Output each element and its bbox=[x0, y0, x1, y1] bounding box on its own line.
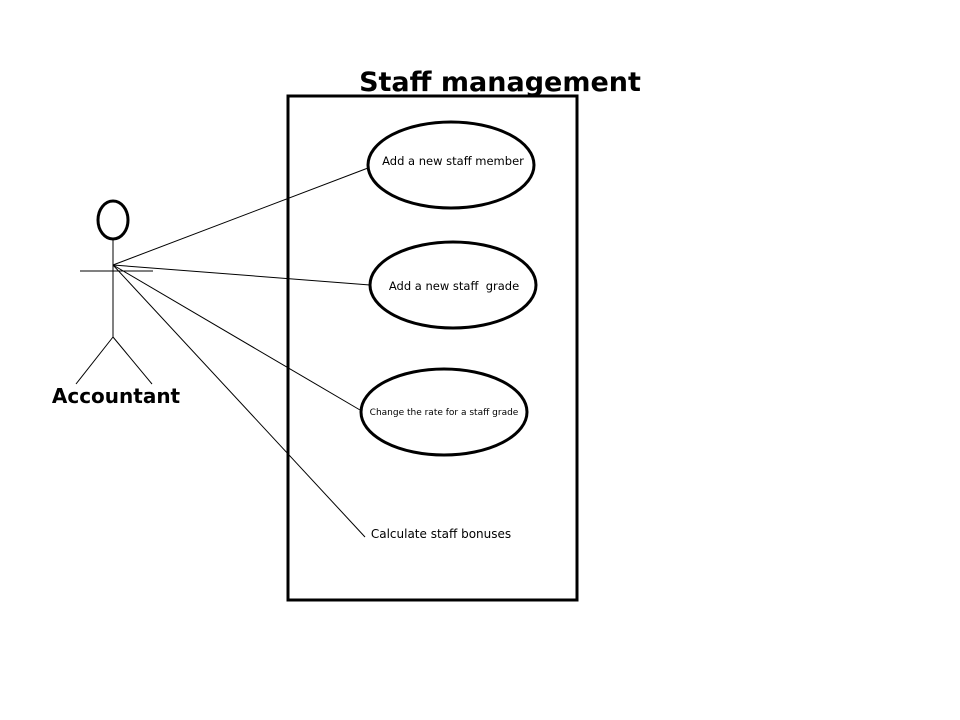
use-case-1: Add a new staff member bbox=[366, 120, 536, 210]
actor-label: Accountant bbox=[52, 384, 181, 408]
use-case-3: Change the rate for a staff grade bbox=[359, 367, 529, 457]
diagram-title: Staff management bbox=[359, 67, 641, 98]
use-case-3-ellipse bbox=[359, 367, 529, 457]
association-line-2 bbox=[112, 264, 371, 286]
use-case-4: Calculate staff bonuses bbox=[371, 527, 511, 541]
use-case-1-ellipse bbox=[366, 120, 536, 210]
system-boundary bbox=[286, 94, 579, 602]
association-line-3 bbox=[112, 264, 361, 411]
use-case-2: Add a new staff grade bbox=[368, 240, 538, 330]
use-case-2-ellipse bbox=[368, 240, 538, 330]
actor-left-leg bbox=[75, 336, 114, 385]
actor-right-leg bbox=[112, 336, 153, 385]
use-case-1-label: Add a new staff member bbox=[382, 154, 524, 168]
use-case-2-label: Add a new staff grade bbox=[389, 279, 519, 293]
use-case-4-label: Calculate staff bonuses bbox=[371, 527, 511, 541]
actor-head bbox=[96, 199, 130, 241]
actor-figure bbox=[75, 199, 153, 385]
association-line-1 bbox=[112, 167, 369, 266]
association-line-4 bbox=[112, 264, 366, 538]
use-case-3-label: Change the rate for a staff grade bbox=[370, 408, 519, 418]
